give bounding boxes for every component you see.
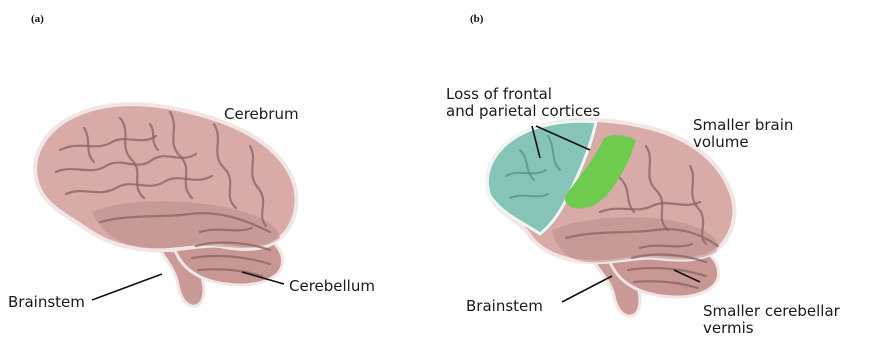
label-brainstem-b: Brainstem: [466, 298, 543, 315]
label-loss-line2: and parietal cortices: [446, 103, 600, 120]
label-brainstem-a: Brainstem: [8, 294, 85, 311]
label-volume-line1: Smaller brain: [693, 117, 793, 134]
label-vermis-line1: Smaller cerebellar: [703, 303, 840, 320]
label-cerebellum-a: Cerebellum: [289, 278, 375, 295]
label-volume-line2: volume: [693, 134, 749, 151]
label-loss-line1: Loss of frontal: [446, 86, 552, 103]
label-cerebrum: Cerebrum: [224, 106, 299, 123]
leader-line-brainstem-a: [92, 274, 162, 300]
label-vermis-line2: vermis: [703, 320, 754, 337]
leader-line-brainstem-b: [562, 276, 612, 302]
